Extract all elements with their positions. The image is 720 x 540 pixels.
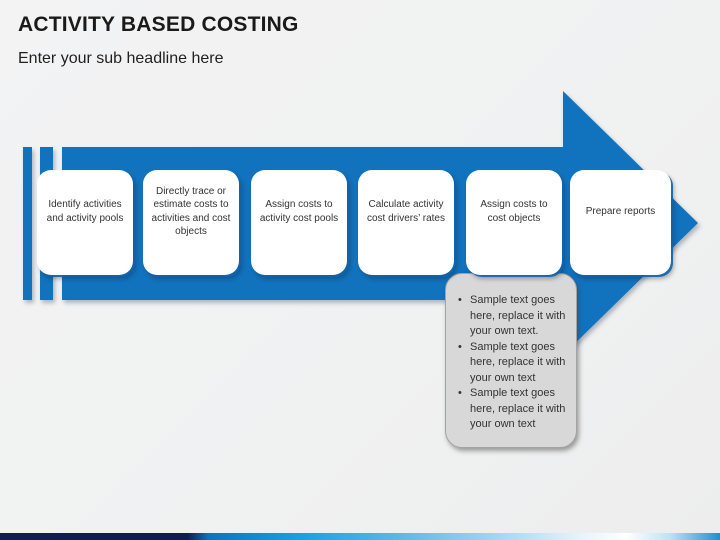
step-box-3: Assign costs to activity cost pools	[251, 170, 347, 275]
step-box-5: Assign costs to cost objects	[466, 170, 562, 275]
step-box-2: Directly trace or estimate costs to acti…	[143, 170, 239, 275]
callout-bullet-list: Sample text goes here, replace it with y…	[456, 293, 568, 433]
slide-subtitle: Enter your sub headline here	[18, 50, 224, 67]
callout-bullet-3: Sample text goes here, replace it with y…	[456, 386, 568, 433]
step-label-6: Prepare reports	[585, 205, 656, 217]
step-box-4: Calculate activity cost drivers’ rates	[358, 170, 454, 275]
step-label-2: Directly trace or estimate costs to acti…	[151, 185, 231, 238]
step-label-3: Assign costs to activity cost pools	[259, 199, 339, 224]
arrow-stripe-1	[23, 147, 32, 300]
step-label-5: Assign costs to cost objects	[480, 199, 548, 224]
callout-bullet-1: Sample text goes here, replace it with y…	[456, 293, 568, 340]
step-box-1: Identify activities and activity pools	[37, 170, 133, 275]
step-box-6: Prepare reports	[570, 170, 671, 275]
footer-accent-bar	[0, 533, 720, 540]
step-label-1: Identify activities and activity pools	[46, 199, 124, 224]
slide-title: ACTIVITY BASED COSTING	[18, 13, 299, 36]
callout-bullet-2: Sample text goes here, replace it with y…	[456, 340, 568, 387]
callout-box: Sample text goes here, replace it with y…	[445, 273, 577, 448]
step-label-4: Calculate activity cost drivers’ rates	[367, 199, 445, 224]
